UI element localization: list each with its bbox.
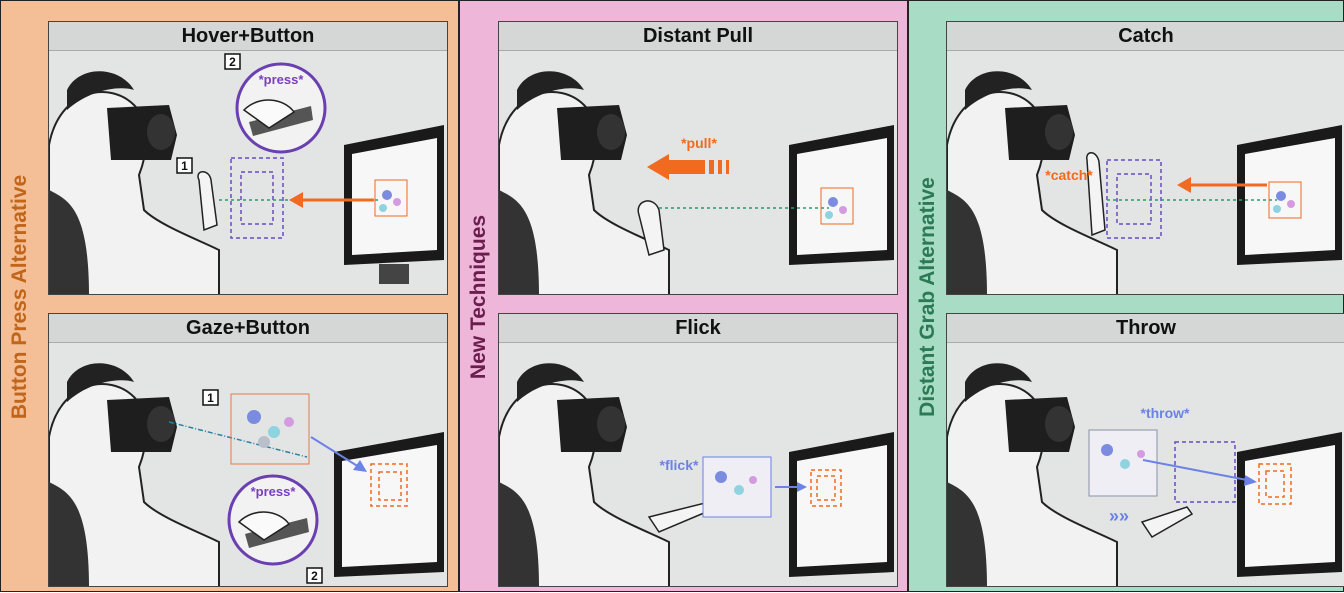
monitor-icon [334, 432, 444, 577]
throw-arrow [1142, 459, 1257, 486]
svg-text:1: 1 [207, 391, 214, 405]
panel-title: Catch [947, 22, 1344, 51]
button-press-inset: *press* [235, 62, 327, 154]
scene-distant-pull: *pull* [499, 71, 894, 294]
panel-throw: Throw *throw* [946, 313, 1344, 587]
button-press-inset: *press* [227, 474, 319, 566]
throw-annotation: *throw* [1141, 405, 1191, 421]
panel-gaze-button: Gaze+Button [48, 313, 448, 587]
vr-user-illustration [49, 363, 220, 586]
panel-distant-pull: Distant Pull [498, 21, 898, 295]
target-box [1258, 463, 1292, 505]
target-box [370, 463, 408, 507]
virtual-object-box [1106, 159, 1162, 239]
vr-user-illustration [499, 71, 670, 294]
panel-title: Flick [499, 314, 897, 343]
flick-annotation: *flick* [660, 457, 699, 473]
panel-title: Throw [947, 314, 1344, 343]
panel-title: Distant Pull [499, 22, 897, 51]
panel-catch: Catch [946, 21, 1344, 295]
step-badge: 1 [176, 157, 193, 174]
virtual-object-box [1174, 441, 1236, 503]
chevrons-icon: »» [1109, 506, 1129, 526]
flick-arrow [775, 482, 807, 492]
monitor-icon [1237, 125, 1342, 265]
panel-title: Gaze+Button [49, 314, 447, 343]
molecule-icon [1268, 181, 1302, 219]
scene-catch: *catch* [947, 71, 1342, 294]
vr-user-illustration [947, 71, 1118, 294]
molecule-icon [374, 179, 408, 217]
pull-arrow [647, 154, 729, 180]
molecule-icon [820, 187, 854, 225]
pull-annotation: *pull* [681, 135, 717, 151]
vr-user-illustration [49, 71, 220, 294]
group-label: Button Press Alternative [1, 1, 39, 593]
monitor-icon [789, 125, 894, 265]
catch-arrow [1177, 177, 1267, 193]
step-badge: 1 [202, 389, 219, 406]
group-label-text: New Techniques [467, 214, 490, 380]
pull-arrow [289, 192, 374, 208]
svg-text:1: 1 [181, 159, 188, 173]
group-label-text: Button Press Alternative [8, 174, 31, 420]
scene-hover-button: *press* 2 1 [49, 53, 444, 294]
molecule-icon [230, 393, 310, 465]
scene-flick: *flick* [499, 363, 894, 586]
group-label: New Techniques [460, 1, 498, 593]
target-box [810, 469, 842, 507]
vr-user-illustration [947, 363, 1194, 586]
press-annotation: *press* [259, 72, 305, 87]
svg-text:2: 2 [229, 55, 236, 69]
group-new-techniques: New Techniques Distant Pull [459, 0, 908, 592]
press-annotation: *press* [251, 484, 297, 499]
panel-hover-button: Hover+Button [48, 21, 448, 295]
panel-title: Hover+Button [49, 22, 447, 51]
monitor-icon [344, 125, 444, 284]
catch-annotation: *catch* [1045, 167, 1093, 183]
svg-text:2: 2 [311, 569, 318, 583]
group-button-press-alternative: Button Press Alternative Hover+Button [0, 0, 459, 592]
step-badge: 2 [306, 567, 323, 584]
molecule-icon [702, 456, 772, 518]
move-arrow [310, 436, 367, 472]
gaze-line [168, 421, 308, 458]
molecule-icon [1088, 429, 1158, 497]
panel-flick: Flick *flick* [498, 313, 898, 587]
step-badge: 2 [224, 53, 241, 70]
vr-user-illustration [499, 363, 712, 586]
scene-gaze-button: *press* 1 2 [49, 363, 444, 586]
virtual-object-box [230, 157, 284, 239]
scene-throw: *throw* »» [947, 363, 1342, 586]
group-label: Distant Grab Alternative [909, 1, 947, 593]
group-label-text: Distant Grab Alternative [916, 177, 939, 417]
group-distant-grab-alternative: Distant Grab Alternative Catch [908, 0, 1344, 592]
